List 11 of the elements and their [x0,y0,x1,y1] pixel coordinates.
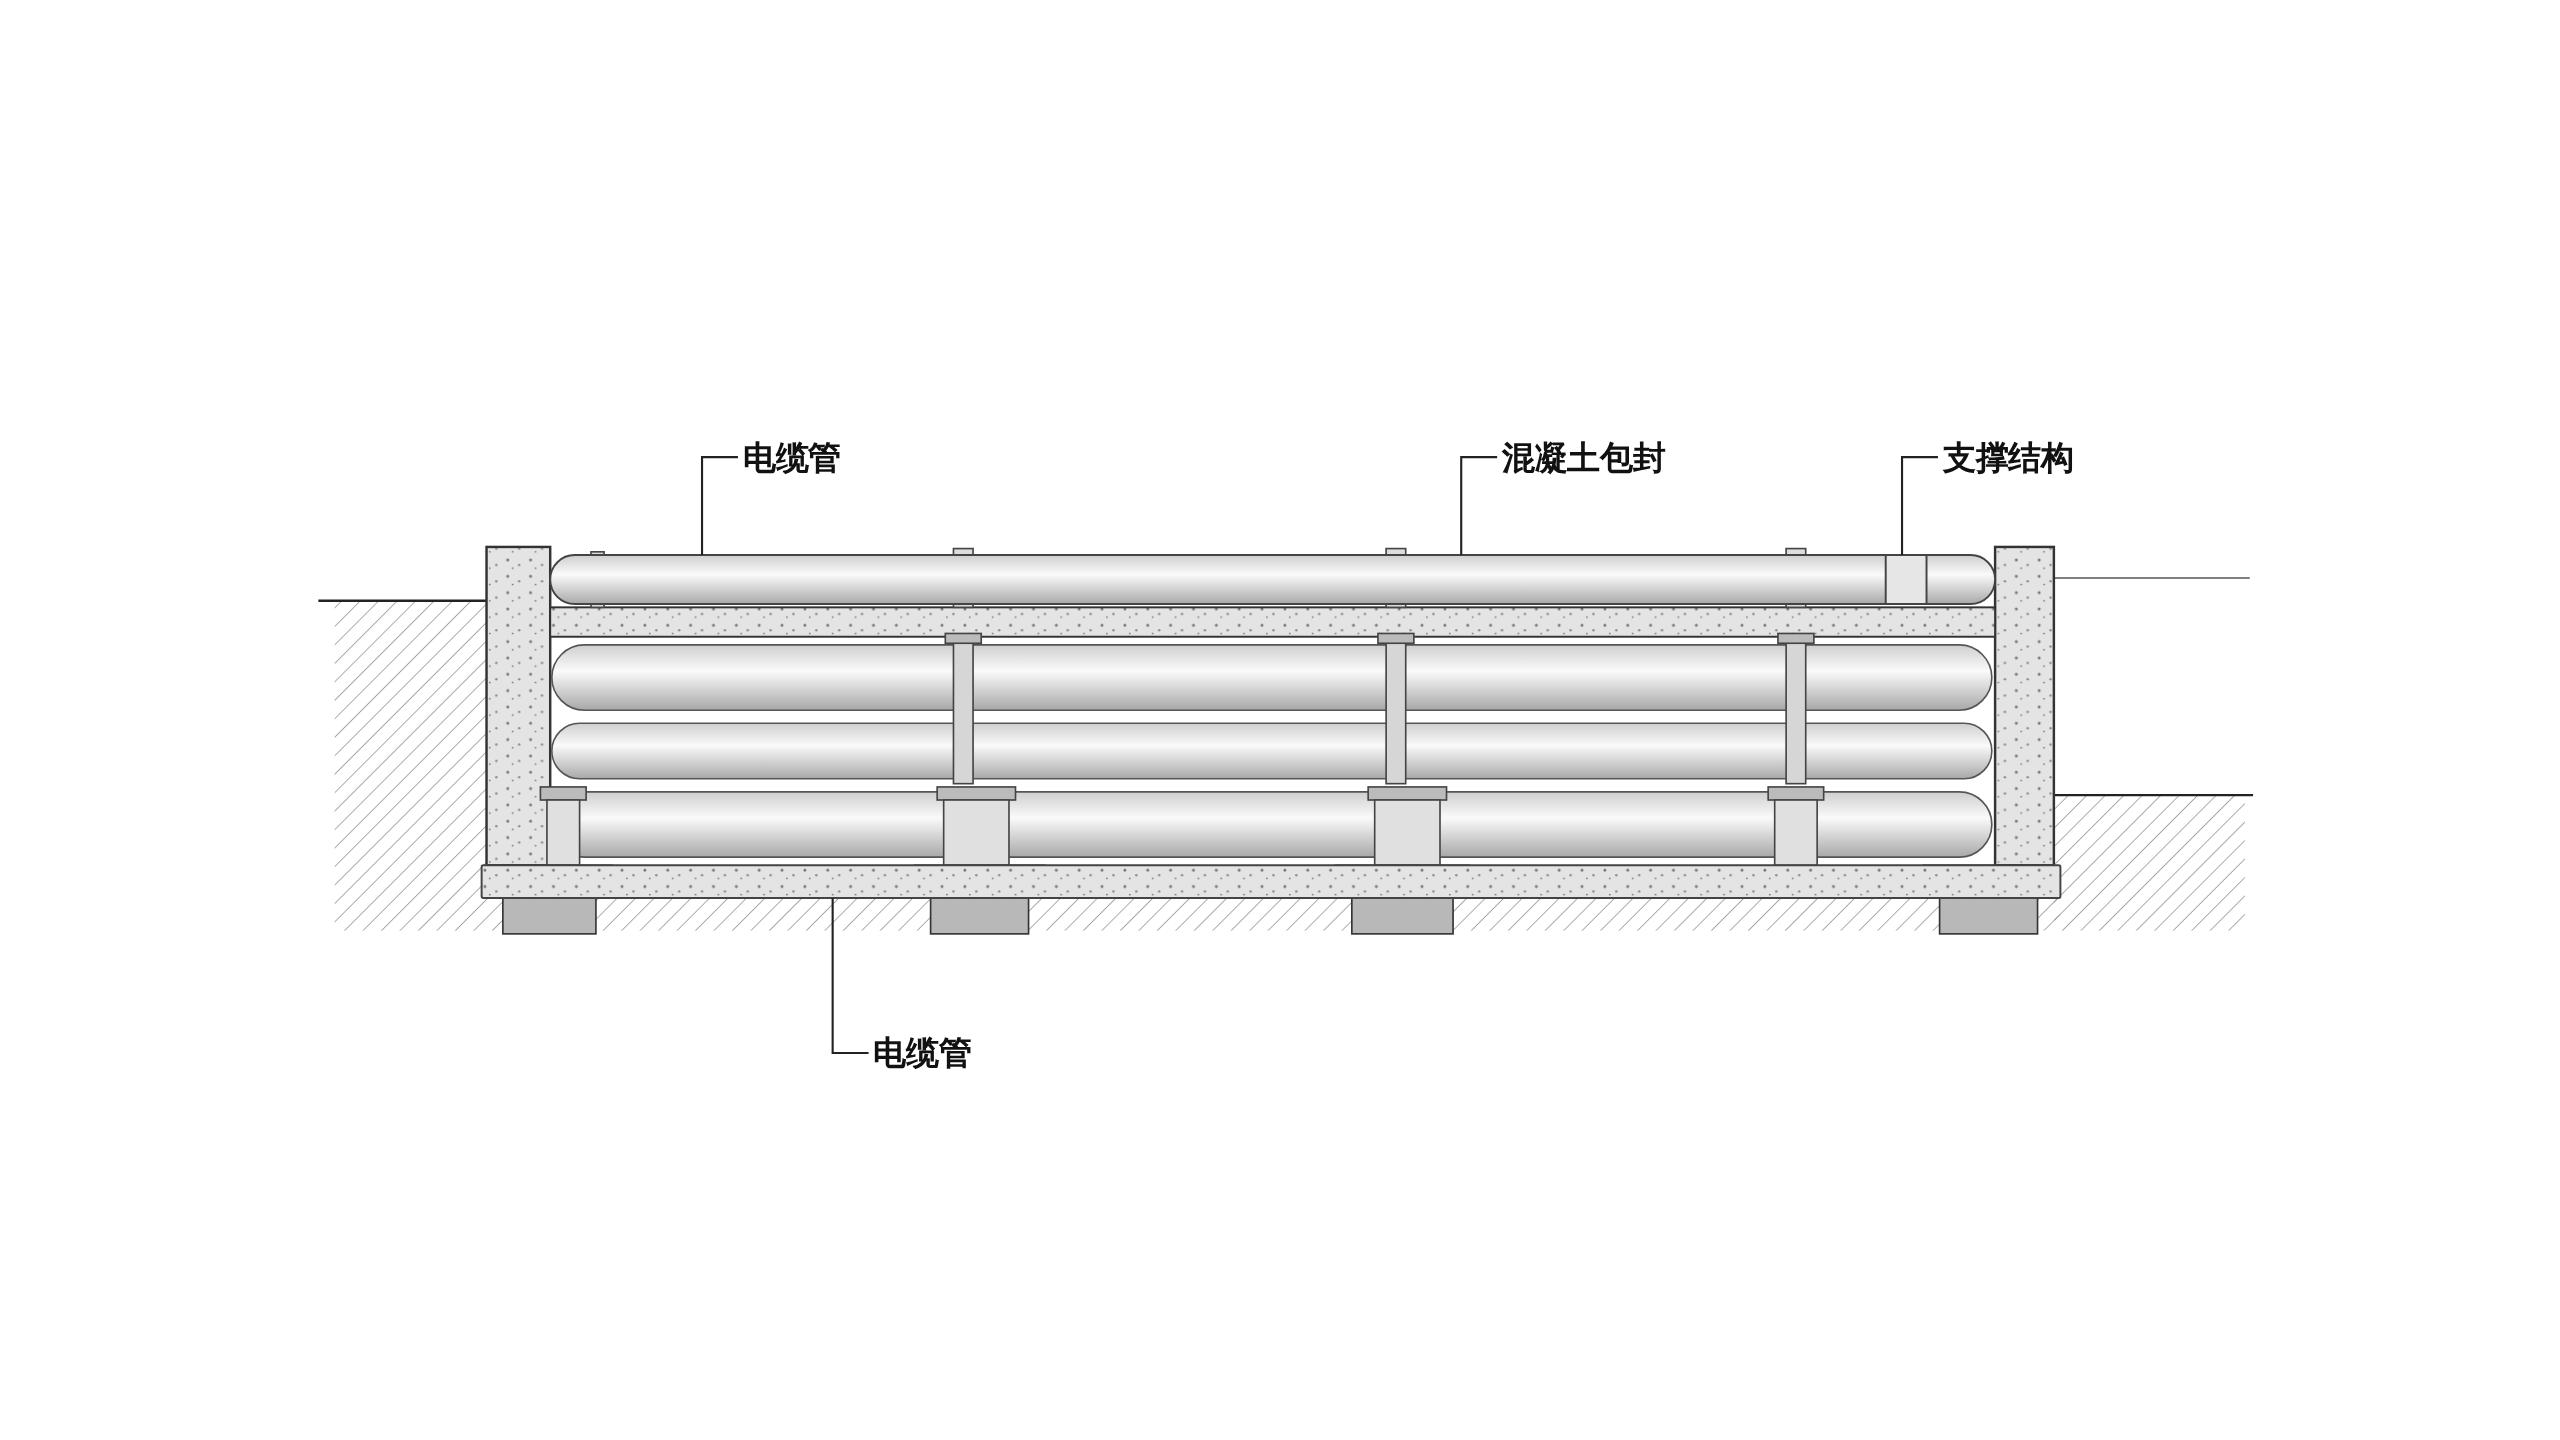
pipe-support-sleeve [1884,554,1928,606]
leader-line [1460,456,1498,556]
callout-label: 支撑结构 [1942,436,2074,479]
base-slab [480,864,2062,899]
leader-line [1901,456,1938,556]
leader-line [701,456,738,556]
callout-label: 电缆管 [742,436,841,479]
callout-label: 混凝土包封 [1502,436,1666,479]
cable-pipe [549,554,1997,606]
leader-line [831,897,869,1055]
callout-label: 电缆管 [873,1032,972,1075]
